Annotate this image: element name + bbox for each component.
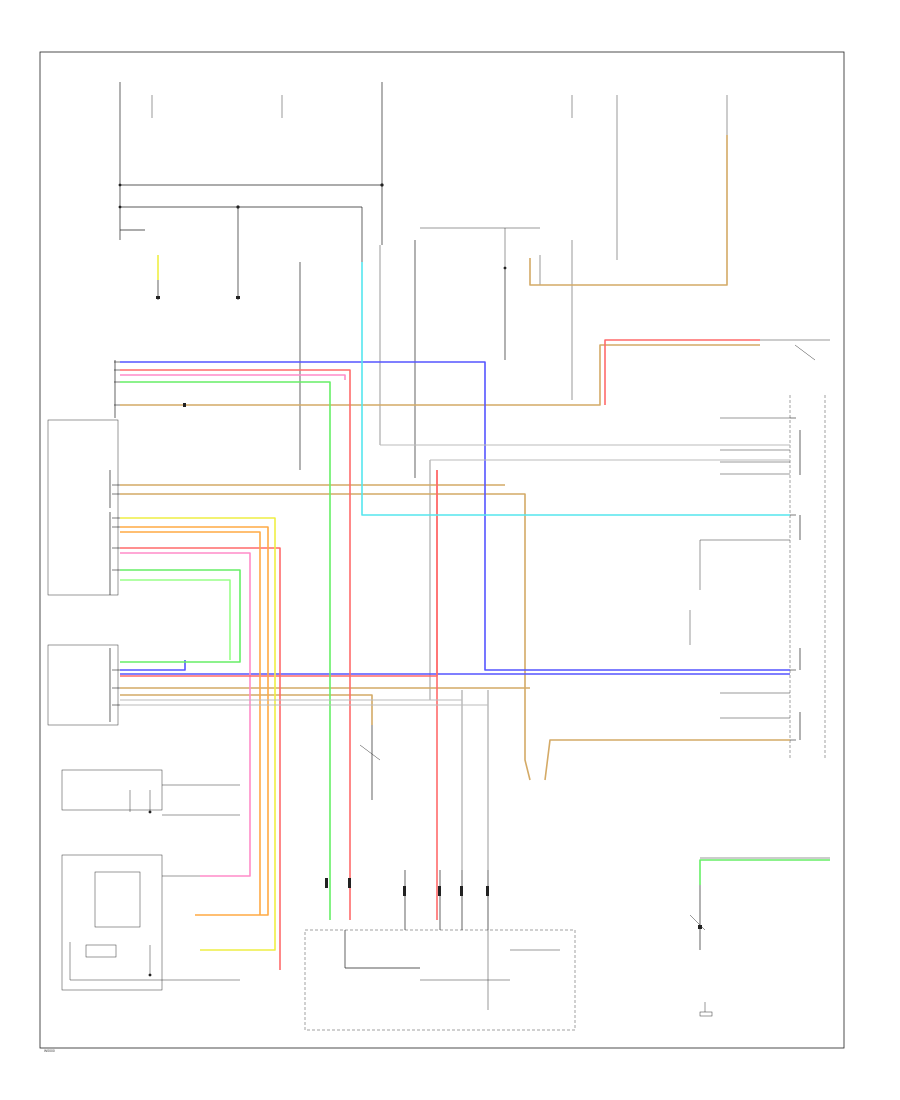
diagram-frame — [39, 51, 845, 1049]
wire-red-top — [120, 369, 351, 920]
wire-orange-2 — [120, 531, 261, 915]
connector-marks — [118, 183, 702, 977]
wire-lightgreen-1 — [120, 579, 231, 660]
footer-code: W0000 — [44, 1049, 55, 1053]
wire-blue-lower — [120, 660, 186, 671]
wire-orange-1 — [120, 526, 269, 916]
wire-tan-lower-loop — [120, 493, 531, 781]
colored-wires — [120, 135, 830, 970]
wire-green-br — [699, 859, 830, 885]
wire-tan-right-relay — [529, 135, 728, 286]
wire-tan-top — [120, 344, 760, 406]
wire-pink-mid — [120, 552, 251, 877]
wire-red-mid — [120, 547, 281, 970]
wire-tan-lower-right — [544, 739, 790, 781]
wire-green-2 — [120, 569, 241, 663]
wire-green-top — [120, 381, 331, 920]
pin-ticks — [112, 361, 796, 741]
wire-yellow-1 — [120, 517, 276, 951]
wire-red-center — [120, 470, 438, 677]
wire-pink-right — [120, 374, 346, 380]
wire-orange-harness — [120, 694, 373, 725]
wire-cyan — [361, 262, 790, 516]
wire-red-rightbranch — [604, 339, 760, 405]
wire-blue-top — [120, 361, 790, 671]
